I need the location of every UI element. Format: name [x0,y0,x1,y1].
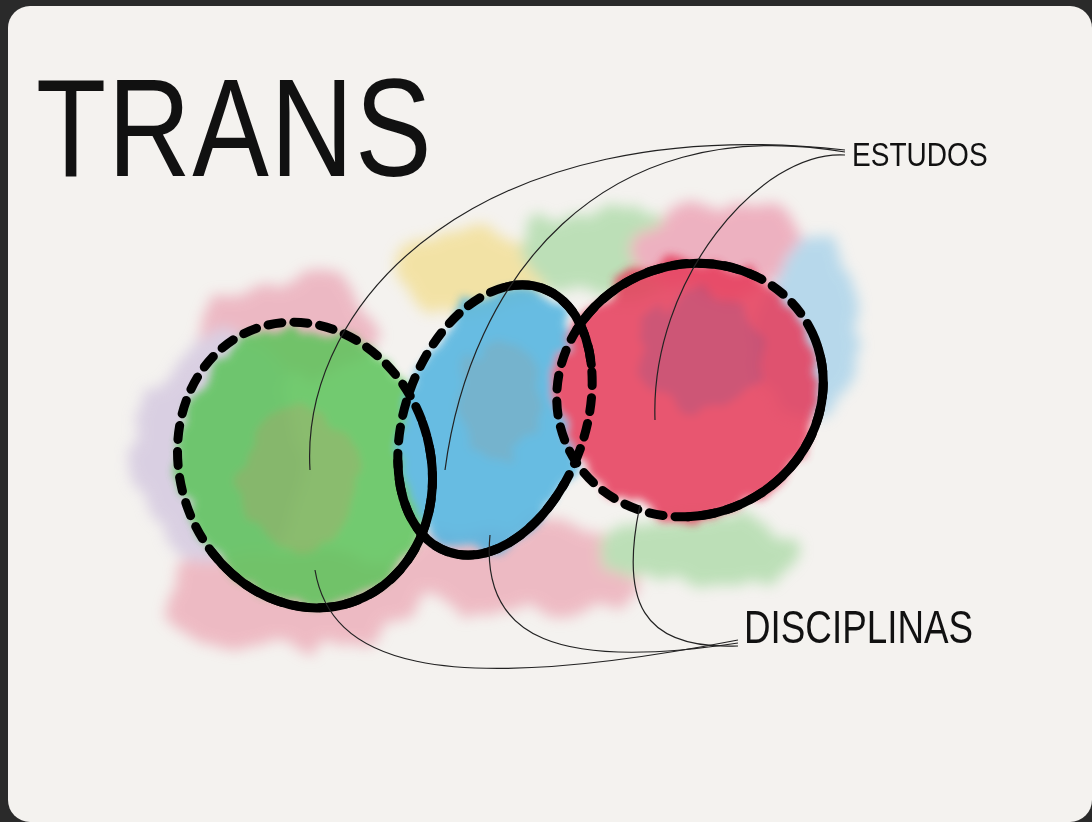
annotation-label: DISCIPLINAS [744,604,973,650]
title: TRANS [36,58,433,198]
blob-outlines [138,220,865,644]
leader-lines [310,145,845,669]
color-blobs [148,223,857,632]
annotation-label: ESTUDOS [852,138,988,171]
